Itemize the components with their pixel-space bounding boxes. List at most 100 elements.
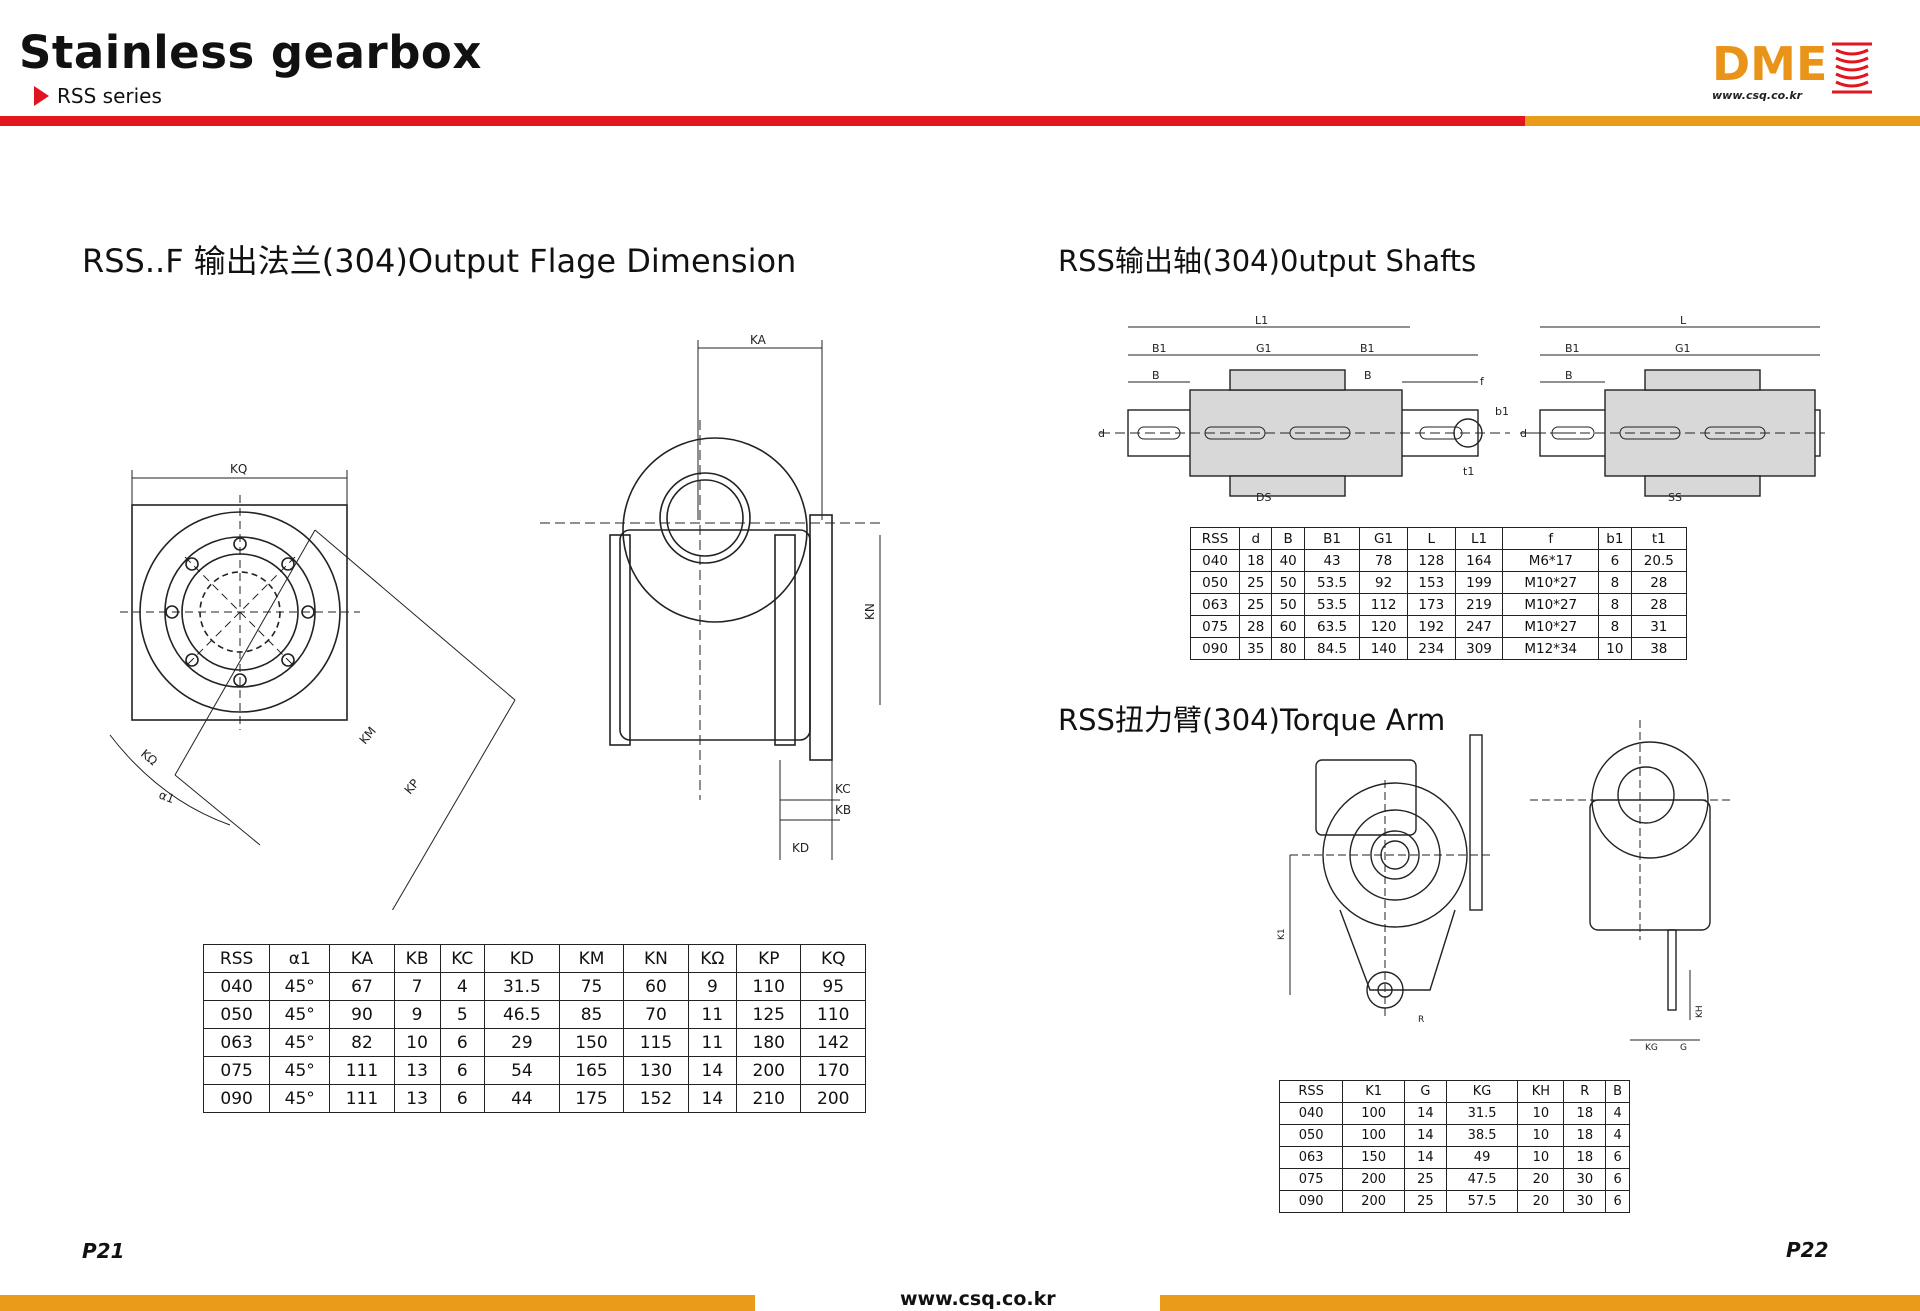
table-cell: 82 bbox=[329, 1028, 395, 1057]
table-cell: 14 bbox=[1403, 1124, 1447, 1147]
table-header-cell: KG bbox=[1445, 1080, 1519, 1103]
table-cell: 100 bbox=[1342, 1124, 1405, 1147]
table-cell: 115 bbox=[623, 1028, 689, 1057]
table-header-cell: G bbox=[1403, 1080, 1447, 1103]
page-number-left: P21 bbox=[82, 1239, 125, 1263]
torque-section-title: RSS扭力臂(304)Torque Arm bbox=[1058, 703, 1446, 737]
table-cell: 60 bbox=[1271, 615, 1305, 638]
triangle-bullet-icon bbox=[34, 86, 49, 106]
table-cell: 8 bbox=[1598, 615, 1632, 638]
table-cell: 44 bbox=[483, 1084, 560, 1113]
table-header-cell: KQ bbox=[800, 944, 866, 973]
flange-section-title: RSS..F 输出法兰(304)Output Flage Dimension bbox=[82, 242, 797, 280]
table-header-cell: KΩ bbox=[687, 944, 738, 973]
table-cell: 25 bbox=[1239, 593, 1273, 616]
torque-dimension-labels: K1 R KG G KH bbox=[1277, 928, 1705, 1053]
table-cell: 10 bbox=[393, 1028, 441, 1057]
svg-text:R: R bbox=[1418, 1015, 1424, 1025]
table-cell: 140 bbox=[1359, 637, 1408, 660]
table-cell: 67 bbox=[329, 972, 395, 1001]
table-cell: 75 bbox=[558, 972, 625, 1001]
svg-text:f: f bbox=[1480, 375, 1485, 388]
table-cell: 92 bbox=[1359, 571, 1408, 594]
footer-bar-left bbox=[0, 1295, 755, 1311]
table-cell: 13 bbox=[393, 1084, 441, 1113]
table-cell: 31.5 bbox=[1445, 1102, 1519, 1125]
table-cell: 9 bbox=[393, 1000, 441, 1029]
page-title: Stainless gearbox bbox=[19, 26, 482, 79]
table-cell: 14 bbox=[687, 1084, 738, 1113]
table-header-cell: d bbox=[1239, 527, 1273, 550]
svg-text:KM: KM bbox=[357, 724, 379, 747]
table-cell: 6 bbox=[1605, 1190, 1630, 1213]
table-cell: 090 bbox=[1189, 637, 1241, 660]
table-cell: 6 bbox=[1605, 1168, 1630, 1191]
table-cell: M10*27 bbox=[1502, 615, 1600, 638]
table-cell: 200 bbox=[1342, 1190, 1405, 1213]
table-cell: 40 bbox=[1271, 549, 1305, 572]
table-cell: 152 bbox=[623, 1084, 689, 1113]
table-cell: 090 bbox=[1278, 1190, 1344, 1213]
table-cell: 200 bbox=[800, 1084, 866, 1113]
table-cell: 28 bbox=[1630, 593, 1688, 616]
svg-text:B1: B1 bbox=[1565, 342, 1580, 355]
svg-text:α1: α1 bbox=[157, 788, 176, 806]
table-cell: 20 bbox=[1517, 1168, 1565, 1191]
table-cell: M10*27 bbox=[1502, 593, 1600, 616]
svg-text:KN: KN bbox=[863, 603, 877, 620]
svg-text:KC: KC bbox=[835, 782, 851, 796]
table-cell: 84.5 bbox=[1303, 637, 1361, 660]
table-cell: 43 bbox=[1303, 549, 1361, 572]
table-cell: 53.5 bbox=[1303, 571, 1361, 594]
table-header-cell: KC bbox=[439, 944, 485, 973]
footer-bar-right bbox=[1160, 1295, 1920, 1311]
table-cell: 199 bbox=[1454, 571, 1504, 594]
svg-text:G1: G1 bbox=[1256, 342, 1272, 355]
table-header-cell: b1 bbox=[1598, 527, 1632, 550]
table-cell: 50 bbox=[1271, 571, 1305, 594]
table-header-cell: KD bbox=[483, 944, 560, 973]
table-cell: 111 bbox=[329, 1084, 395, 1113]
table-cell: 31.5 bbox=[483, 972, 560, 1001]
table-cell: 4 bbox=[439, 972, 485, 1001]
table-cell: 10 bbox=[1598, 637, 1632, 660]
table-header-cell: KA bbox=[329, 944, 395, 973]
table-cell: 090 bbox=[202, 1084, 271, 1113]
torque-gearbox-body bbox=[1315, 759, 1417, 836]
table-cell: 11 bbox=[687, 1028, 738, 1057]
torque-arm-drawing: K1 R KG G KH bbox=[1277, 720, 1730, 1053]
table-cell: 14 bbox=[687, 1056, 738, 1085]
table-header-cell: RSS bbox=[1189, 527, 1241, 550]
table-cell: 38.5 bbox=[1445, 1124, 1519, 1147]
torque-flange-circle bbox=[1322, 782, 1468, 928]
table-header-cell: KH bbox=[1517, 1080, 1565, 1103]
table-cell: 7 bbox=[393, 972, 441, 1001]
table-cell: 60 bbox=[623, 972, 689, 1001]
table-cell: 150 bbox=[1342, 1146, 1405, 1169]
svg-text:B: B bbox=[1152, 369, 1160, 382]
svg-text:KA: KA bbox=[750, 333, 767, 347]
svg-text:G: G bbox=[1680, 1043, 1687, 1053]
svg-text:t1: t1 bbox=[1463, 465, 1474, 478]
svg-text:KB: KB bbox=[835, 803, 851, 817]
header-red-bar bbox=[0, 116, 1525, 126]
table-cell: 20 bbox=[1517, 1190, 1565, 1213]
table-cell: 45° bbox=[269, 1056, 331, 1085]
logo-letters: DME bbox=[1712, 37, 1827, 91]
table-cell: 54 bbox=[483, 1056, 560, 1085]
table-cell: 150 bbox=[558, 1028, 625, 1057]
table-cell: 6 bbox=[1605, 1146, 1630, 1169]
table-cell: 309 bbox=[1454, 637, 1504, 660]
header-orange-bar bbox=[1525, 116, 1920, 126]
table-cell: 90 bbox=[329, 1000, 395, 1029]
